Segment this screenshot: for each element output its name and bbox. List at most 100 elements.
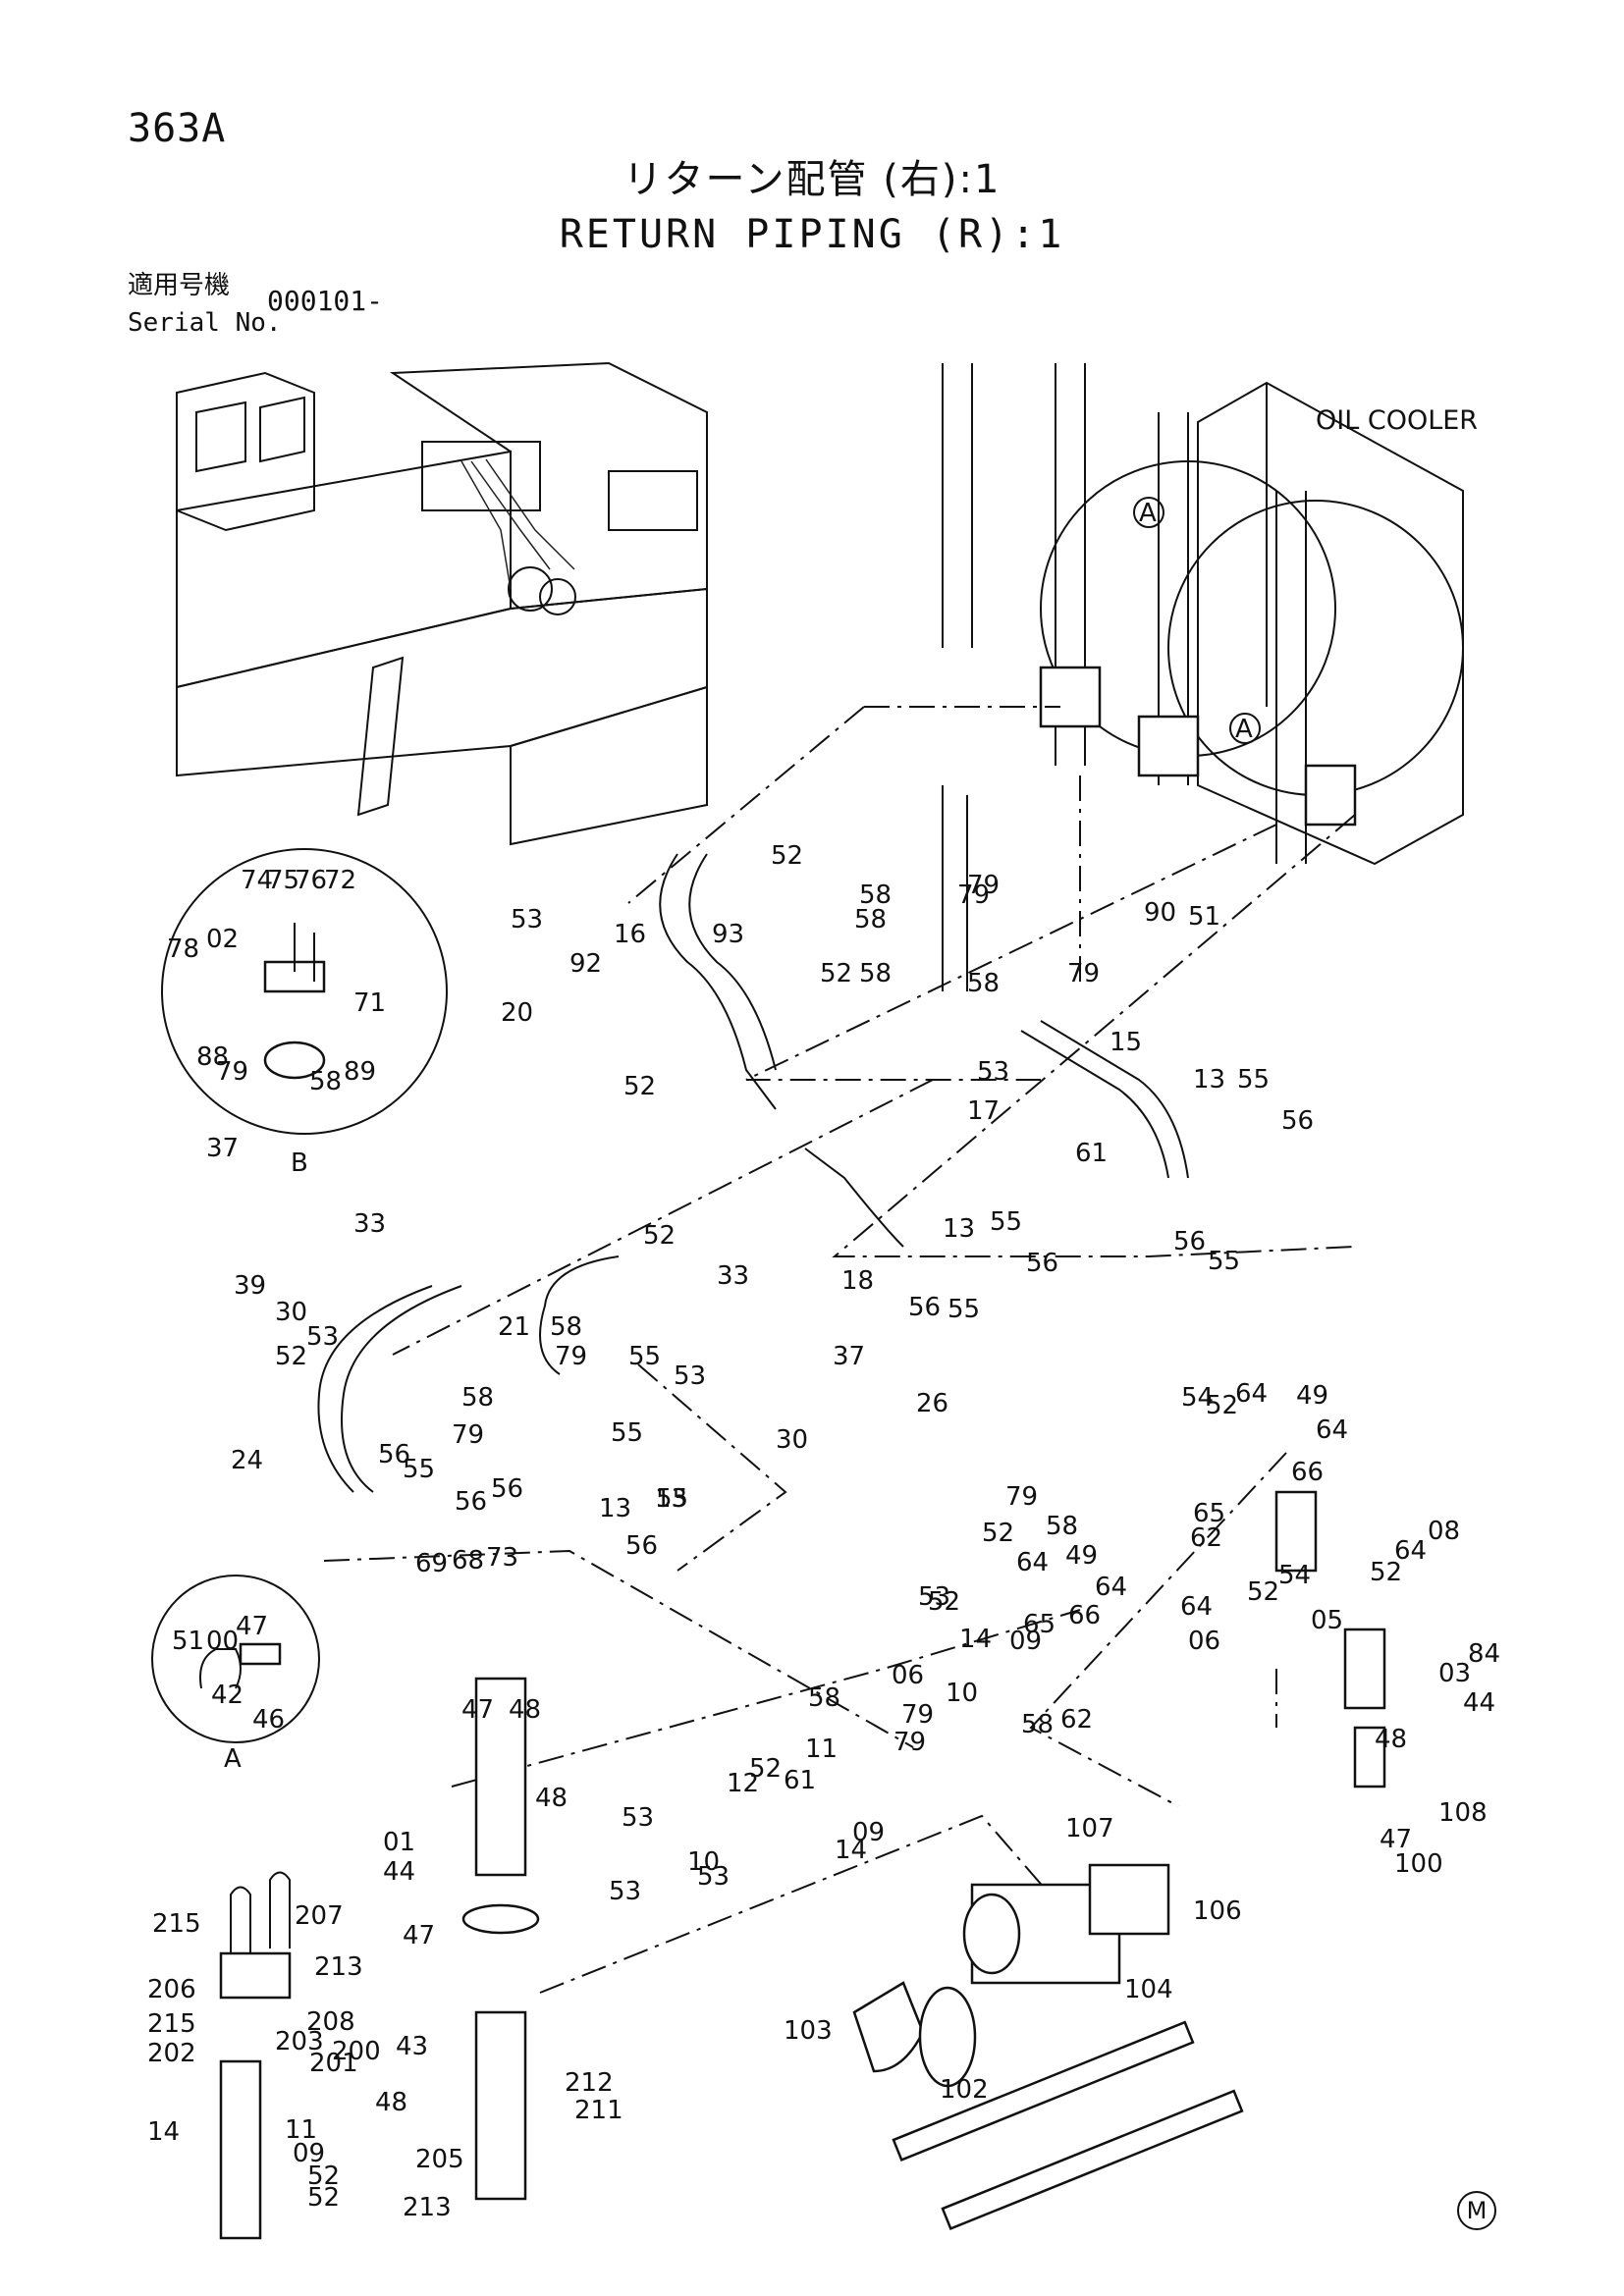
part-callout-33: 33 [717, 1261, 749, 1291]
part-callout-49: 49 [1065, 1541, 1098, 1571]
part-callout-108: 108 [1438, 1798, 1488, 1828]
part-callout-200: 200 [332, 2037, 381, 2066]
part-callout-202: 202 [147, 2039, 196, 2068]
part-callout-30: 30 [776, 1425, 808, 1455]
part-callout-24: 24 [231, 1446, 263, 1475]
part-callout-09: 09 [293, 2139, 325, 2168]
part-callout-107: 107 [1065, 1814, 1114, 1843]
part-callout-64: 64 [1095, 1573, 1127, 1602]
part-callout-53: 53 [609, 1877, 641, 1906]
part-callout-65: 65 [1193, 1499, 1225, 1528]
part-callout-208: 208 [306, 2007, 355, 2037]
part-callout-54: 54 [1181, 1383, 1214, 1413]
part-callout-64: 64 [1016, 1548, 1049, 1577]
part-callout-58: 58 [461, 1383, 494, 1413]
part-callout-58: 58 [1021, 1710, 1054, 1739]
part-callout-37: 37 [833, 1342, 865, 1371]
part-callout-00: 00 [206, 1627, 239, 1656]
part-callout-13: 13 [943, 1214, 975, 1244]
part-callout-55: 55 [403, 1455, 435, 1484]
title-english: RETURN PIPING (R):1 [559, 212, 1065, 257]
part-callout-52: 52 [982, 1519, 1014, 1548]
part-callout-53: 53 [306, 1322, 339, 1352]
part-callout-44: 44 [383, 1857, 415, 1887]
part-callout-53: 53 [511, 905, 543, 934]
part-callout-58: 58 [309, 1067, 342, 1096]
part-callout-79: 79 [901, 1700, 934, 1730]
part-callout-55: 55 [611, 1418, 643, 1448]
part-callout-84: 84 [1468, 1639, 1500, 1669]
part-callout-52: 52 [1370, 1558, 1402, 1587]
part-callout-13: 13 [599, 1494, 631, 1523]
machine-overview-drawing [176, 361, 708, 846]
part-callout-53: 53 [622, 1803, 654, 1833]
part-callout-52: 52 [623, 1072, 656, 1101]
part-callout-102: 102 [940, 2075, 989, 2105]
part-callout-69: 69 [415, 1549, 448, 1578]
part-callout-52: 52 [928, 1587, 960, 1617]
part-callout-207: 207 [295, 1901, 344, 1931]
part-callout-56: 56 [908, 1293, 941, 1322]
part-callout-62: 62 [1190, 1523, 1222, 1553]
detail-a-marker-2: A [1235, 715, 1253, 744]
detail-a-label: A [224, 1744, 242, 1774]
part-callout-52: 52 [643, 1221, 676, 1251]
part-callout-100: 100 [1394, 1849, 1443, 1879]
part-callout-64: 64 [1180, 1592, 1213, 1622]
part-callout-56: 56 [491, 1474, 523, 1504]
part-callout-79: 79 [555, 1342, 587, 1371]
part-callout-75: 75 [267, 866, 299, 895]
part-callout-79: 79 [216, 1057, 248, 1087]
part-callout-56: 56 [1281, 1106, 1314, 1136]
part-callout-48: 48 [535, 1784, 568, 1813]
part-callout-43: 43 [396, 2032, 428, 2061]
part-callout-13: 13 [655, 1484, 687, 1514]
part-callout-10: 10 [687, 1847, 720, 1877]
part-callout-14: 14 [147, 2117, 180, 2147]
part-callout-56: 56 [455, 1487, 487, 1517]
part-callout-52: 52 [1247, 1577, 1279, 1607]
part-callout-58: 58 [808, 1683, 840, 1713]
part-callout-66: 66 [1291, 1458, 1324, 1487]
part-callout-205: 205 [415, 2145, 464, 2174]
part-callout-79: 79 [1005, 1482, 1038, 1512]
part-callout-30: 30 [275, 1298, 307, 1327]
part-callout-89: 89 [344, 1057, 376, 1087]
part-callout-52: 52 [307, 2162, 340, 2191]
detail-a-circle [151, 1575, 320, 1743]
part-callout-48: 48 [375, 2088, 407, 2117]
part-callout-01: 01 [383, 1828, 415, 1857]
part-callout-56: 56 [378, 1440, 410, 1469]
part-callout-79: 79 [957, 881, 990, 910]
part-callout-53: 53 [977, 1057, 1009, 1087]
part-callout-06: 06 [892, 1661, 924, 1690]
part-callout-12: 12 [727, 1769, 759, 1798]
part-callout-55: 55 [947, 1295, 980, 1324]
part-callout-103: 103 [784, 2016, 833, 2046]
part-callout-88: 88 [196, 1042, 229, 1072]
part-callout-58: 58 [859, 959, 892, 988]
oil-cooler-label: OIL COOLER [1316, 405, 1478, 436]
part-callout-18: 18 [841, 1266, 874, 1296]
part-callout-09: 09 [852, 1818, 885, 1847]
part-callout-20: 20 [501, 998, 533, 1028]
part-callout-39: 39 [234, 1271, 266, 1301]
title-block: リターン配管 (右):1 RETURN PIPING (R):1 [0, 147, 1624, 257]
part-callout-58: 58 [854, 905, 887, 934]
part-callout-72: 72 [324, 866, 356, 895]
part-callout-52: 52 [307, 2183, 340, 2213]
corner-mark: M [1457, 2191, 1496, 2230]
part-callout-90: 90 [1144, 898, 1176, 928]
part-callout-11: 11 [805, 1735, 838, 1764]
part-callout-65: 65 [1023, 1610, 1056, 1639]
part-callout-47: 47 [403, 1921, 435, 1950]
serial-value: 000101- [267, 285, 384, 317]
part-callout-215: 215 [152, 1909, 201, 1939]
part-callout-49: 49 [1296, 1381, 1328, 1411]
part-callout-02: 02 [206, 925, 239, 954]
part-callout-46: 46 [252, 1705, 285, 1735]
part-callout-73: 73 [486, 1543, 518, 1573]
part-callout-215: 215 [147, 2009, 196, 2039]
